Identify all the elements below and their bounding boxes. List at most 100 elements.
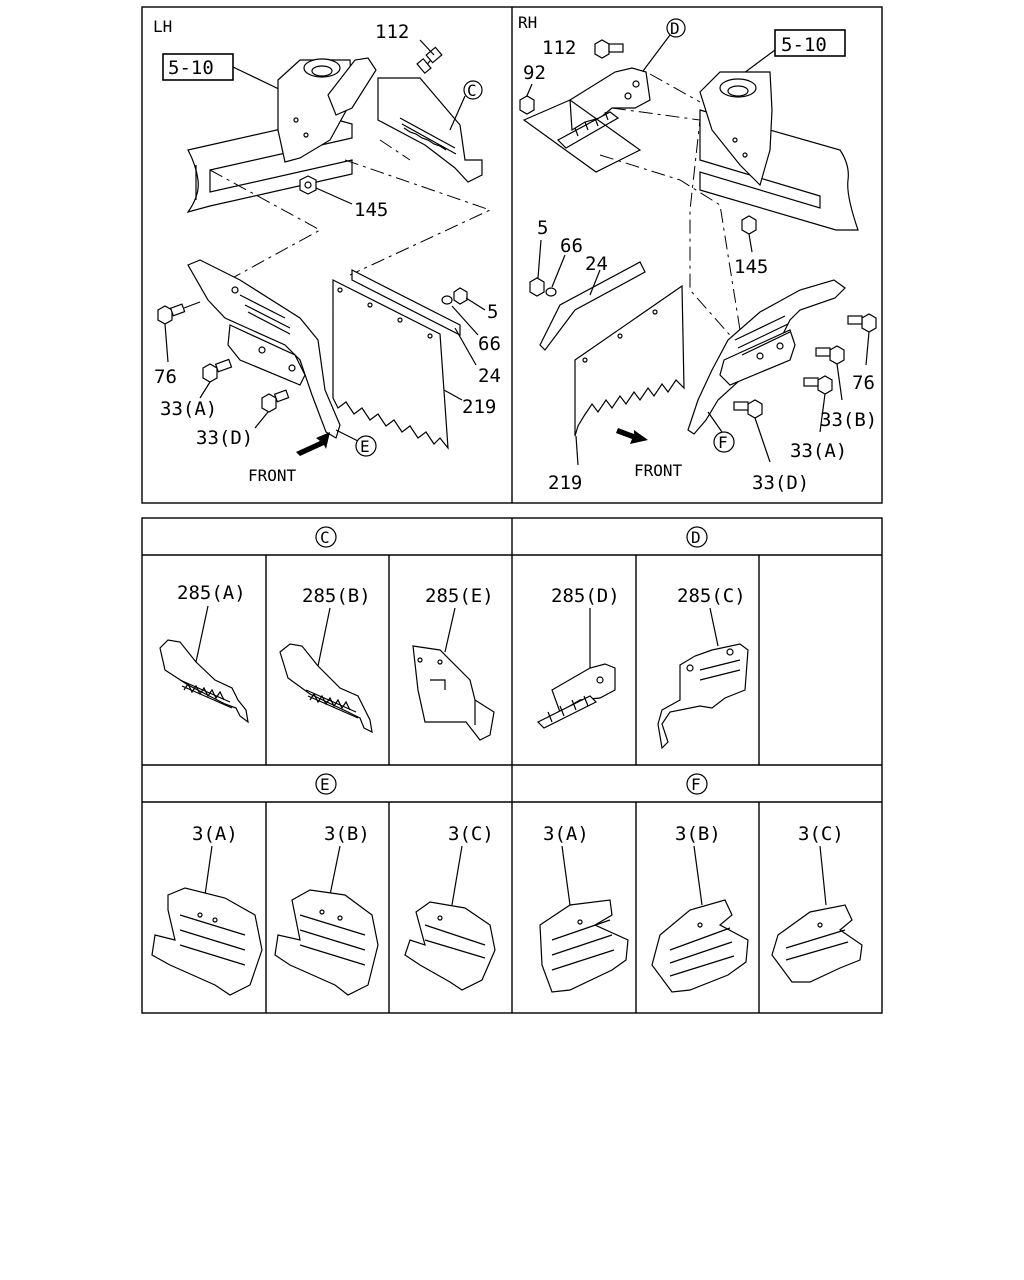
rh-bolt-33a (803, 375, 833, 395)
part-cell-285c: 285(C) (657, 585, 749, 750)
lh-mudguard-bracket-e (187, 259, 341, 439)
rh-callout-92: 92 (523, 62, 546, 84)
rh-ref-box (774, 29, 846, 57)
rh-spring-bracket (699, 71, 773, 187)
detail-f-header: F (691, 775, 701, 794)
detail-e-header: E (320, 775, 330, 794)
rh-front-label: FRONT (634, 461, 683, 480)
lh-bolt-112 (416, 39, 443, 75)
rh-detail-d-marker (666, 18, 686, 38)
detail-e-header-marker (315, 773, 337, 795)
part-cell-e-3a: 3(A) (151, 823, 263, 996)
part-label: 285(C) (677, 585, 746, 607)
lh-detail-c-leader (449, 95, 466, 131)
detail-c-header: C (320, 528, 330, 547)
rh-nut-145 (741, 215, 757, 235)
rh-washer-66 (545, 287, 557, 297)
detail-d-header: D (691, 528, 701, 547)
rh-bolt-112 (594, 39, 624, 59)
rh-nut-5 (529, 277, 545, 297)
lh-mud-flap (332, 279, 449, 450)
part-label: 3(B) (324, 823, 370, 845)
lh-spring-bracket (277, 57, 377, 163)
part-cell-e-3c: 3(C) (404, 823, 496, 991)
rh-callout-33d: 33(D) (752, 472, 809, 494)
part-cell-f-3c: 3(C) (771, 823, 863, 983)
lh-ref-leader (232, 66, 286, 93)
part-cell-285d: 285(D) (536, 585, 620, 729)
rh-callout-112: 112 (542, 37, 576, 59)
lh-side-label: LH (153, 17, 172, 36)
lh-callout-145: 145 (354, 199, 388, 221)
rh-bracket-shadow (522, 99, 642, 173)
rh-detail-f-marker (713, 431, 735, 453)
rh-callout-145: 145 (734, 256, 768, 278)
lh-callout-76: 76 (154, 366, 177, 388)
rh-callout-24: 24 (585, 253, 608, 275)
part-cell-f-3b: 3(B) (651, 823, 749, 993)
part-label: 285(D) (551, 585, 620, 607)
rh-guide-2 (599, 154, 741, 331)
part-label: 285(E) (425, 585, 494, 607)
part-label: 285(A) (177, 582, 246, 604)
lh-ref-box-label: 5-10 (168, 57, 214, 79)
rh-bolt-33b (815, 345, 845, 365)
part-cell-285e: 285(E) (412, 585, 495, 741)
lh-plate-24 (351, 269, 461, 336)
rh-front-arrow-icon (616, 428, 648, 444)
detail-f-header-marker (686, 773, 708, 795)
rh-callout-66: 66 (560, 235, 583, 257)
lh-detail-e-letter: E (360, 437, 370, 456)
part-label: 3(C) (448, 823, 494, 845)
part-cell-285b: 285(B) (279, 585, 373, 734)
lh-callout-33a: 33(A) (160, 398, 217, 420)
part-cell-285a: 285(A) (159, 582, 249, 724)
rh-nut-92 (519, 95, 535, 115)
rh-guide-1 (611, 107, 737, 343)
rh-mudguard-bracket-f (687, 279, 846, 435)
part-label: 3(A) (543, 823, 589, 845)
lh-callout-219: 219 (462, 396, 496, 418)
lh-callout-112: 112 (375, 21, 409, 43)
lh-callout-33d: 33(D) (196, 427, 253, 449)
part-label: 3(B) (675, 823, 721, 845)
lh-front-label: FRONT (248, 466, 297, 485)
detail-table: C D E F 285(A) 285(B) 285(E) (141, 517, 883, 1014)
lh-callout-24: 24 (478, 365, 501, 387)
lh-bolt-76 (157, 301, 201, 325)
rh-callout-33b: 33(B) (820, 409, 877, 431)
rh-callout-76: 76 (852, 372, 875, 394)
rh-callout-5: 5 (537, 217, 548, 239)
lh-detail-c-letter: C (467, 81, 477, 100)
part-label: 3(C) (798, 823, 844, 845)
lh-washer-66 (441, 295, 453, 305)
lh-nut-5 (453, 287, 468, 305)
rh-bracket-d (557, 67, 651, 149)
rh-plate-24 (539, 261, 646, 351)
rh-callout-219: 219 (548, 472, 582, 494)
part-cell-e-3b: 3(B) (274, 823, 379, 996)
lh-guide-2 (344, 159, 492, 276)
lh-bolt-33d (261, 389, 290, 413)
rh-ref-box-label: 5-10 (781, 34, 827, 56)
rh-panel: RH D 112 92 5-10 (518, 13, 877, 494)
rh-side-label: RH (518, 13, 537, 32)
rh-mud-flap (574, 284, 685, 437)
lh-guide-1 (209, 169, 322, 283)
rh-bolt-76 (847, 313, 877, 333)
rh-detail-d-letter: D (670, 19, 680, 38)
lh-bracket-c (377, 77, 483, 183)
lh-detail-e-marker (355, 435, 377, 457)
lh-callout-5: 5 (487, 301, 498, 323)
rh-callout-33a: 33(A) (790, 440, 847, 462)
lh-nut-145 (299, 175, 317, 195)
part-cell-f-3a: 3(A) (539, 823, 629, 993)
detail-c-header-marker (315, 526, 337, 548)
detail-d-header-marker (686, 526, 708, 548)
lh-panel: LH 5-10 11 (153, 17, 501, 485)
part-label: 285(B) (302, 585, 371, 607)
lh-front-arrow-icon (296, 432, 330, 456)
lh-detail-c-marker (463, 80, 483, 100)
part-label: 3(A) (192, 823, 238, 845)
